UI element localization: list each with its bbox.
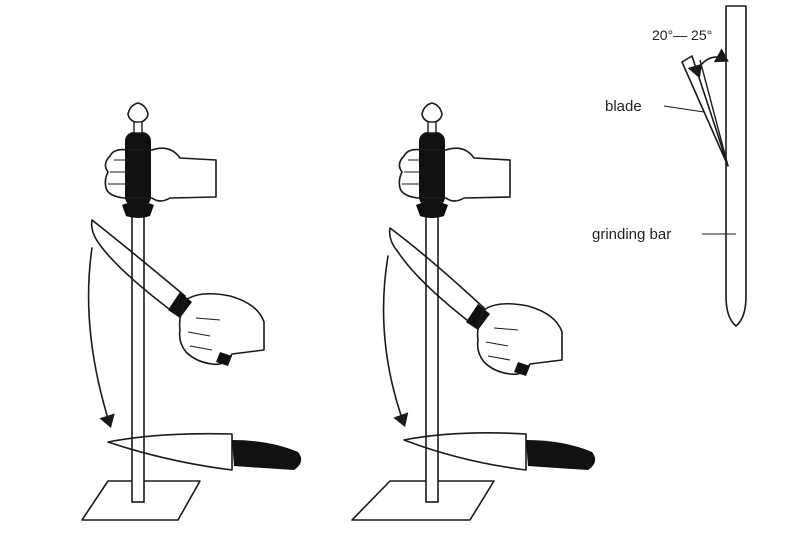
rod-guard [122,201,154,218]
panel-step-2 [351,102,596,521]
holding-hand [104,147,217,202]
holding-hand [398,147,511,202]
angle-label: 20°— 25° [652,27,712,43]
sharpening-hand-handle-end [514,362,530,376]
base-plate [351,480,495,521]
motion-arrow-1 [87,247,115,429]
blade-shape [681,55,729,167]
motion-arrow-2 [382,255,409,428]
knife-horizontal [403,432,527,471]
knife-horizontal [107,432,233,471]
angle-arc [687,48,729,79]
sharpening-hand-handle-end [216,352,232,366]
knife-angled [90,219,186,313]
sharpening-steel-rod [425,209,439,503]
rod-tip-cap [421,102,443,124]
blade-label: blade [605,98,642,115]
blade-leader-line [663,105,705,113]
grinding-bar-label: grinding bar [592,226,671,243]
sharpening-hand [476,302,563,376]
grinding-bar [725,5,747,327]
sharpening-hand [178,292,265,366]
rod-handle [125,132,151,206]
knife-angled-bolster [168,292,192,318]
knife-angled [388,227,485,325]
rod-guard [416,201,448,218]
rod-tip-cap [127,102,149,124]
panel-angle-detail: 20°— 25° blade grinding bar [592,5,747,327]
knife-horizontal-handle [232,440,302,470]
base-plate [81,480,201,521]
rod-handle [419,132,445,206]
panel-step-1 [81,102,302,521]
knife-horizontal-handle [526,440,596,470]
